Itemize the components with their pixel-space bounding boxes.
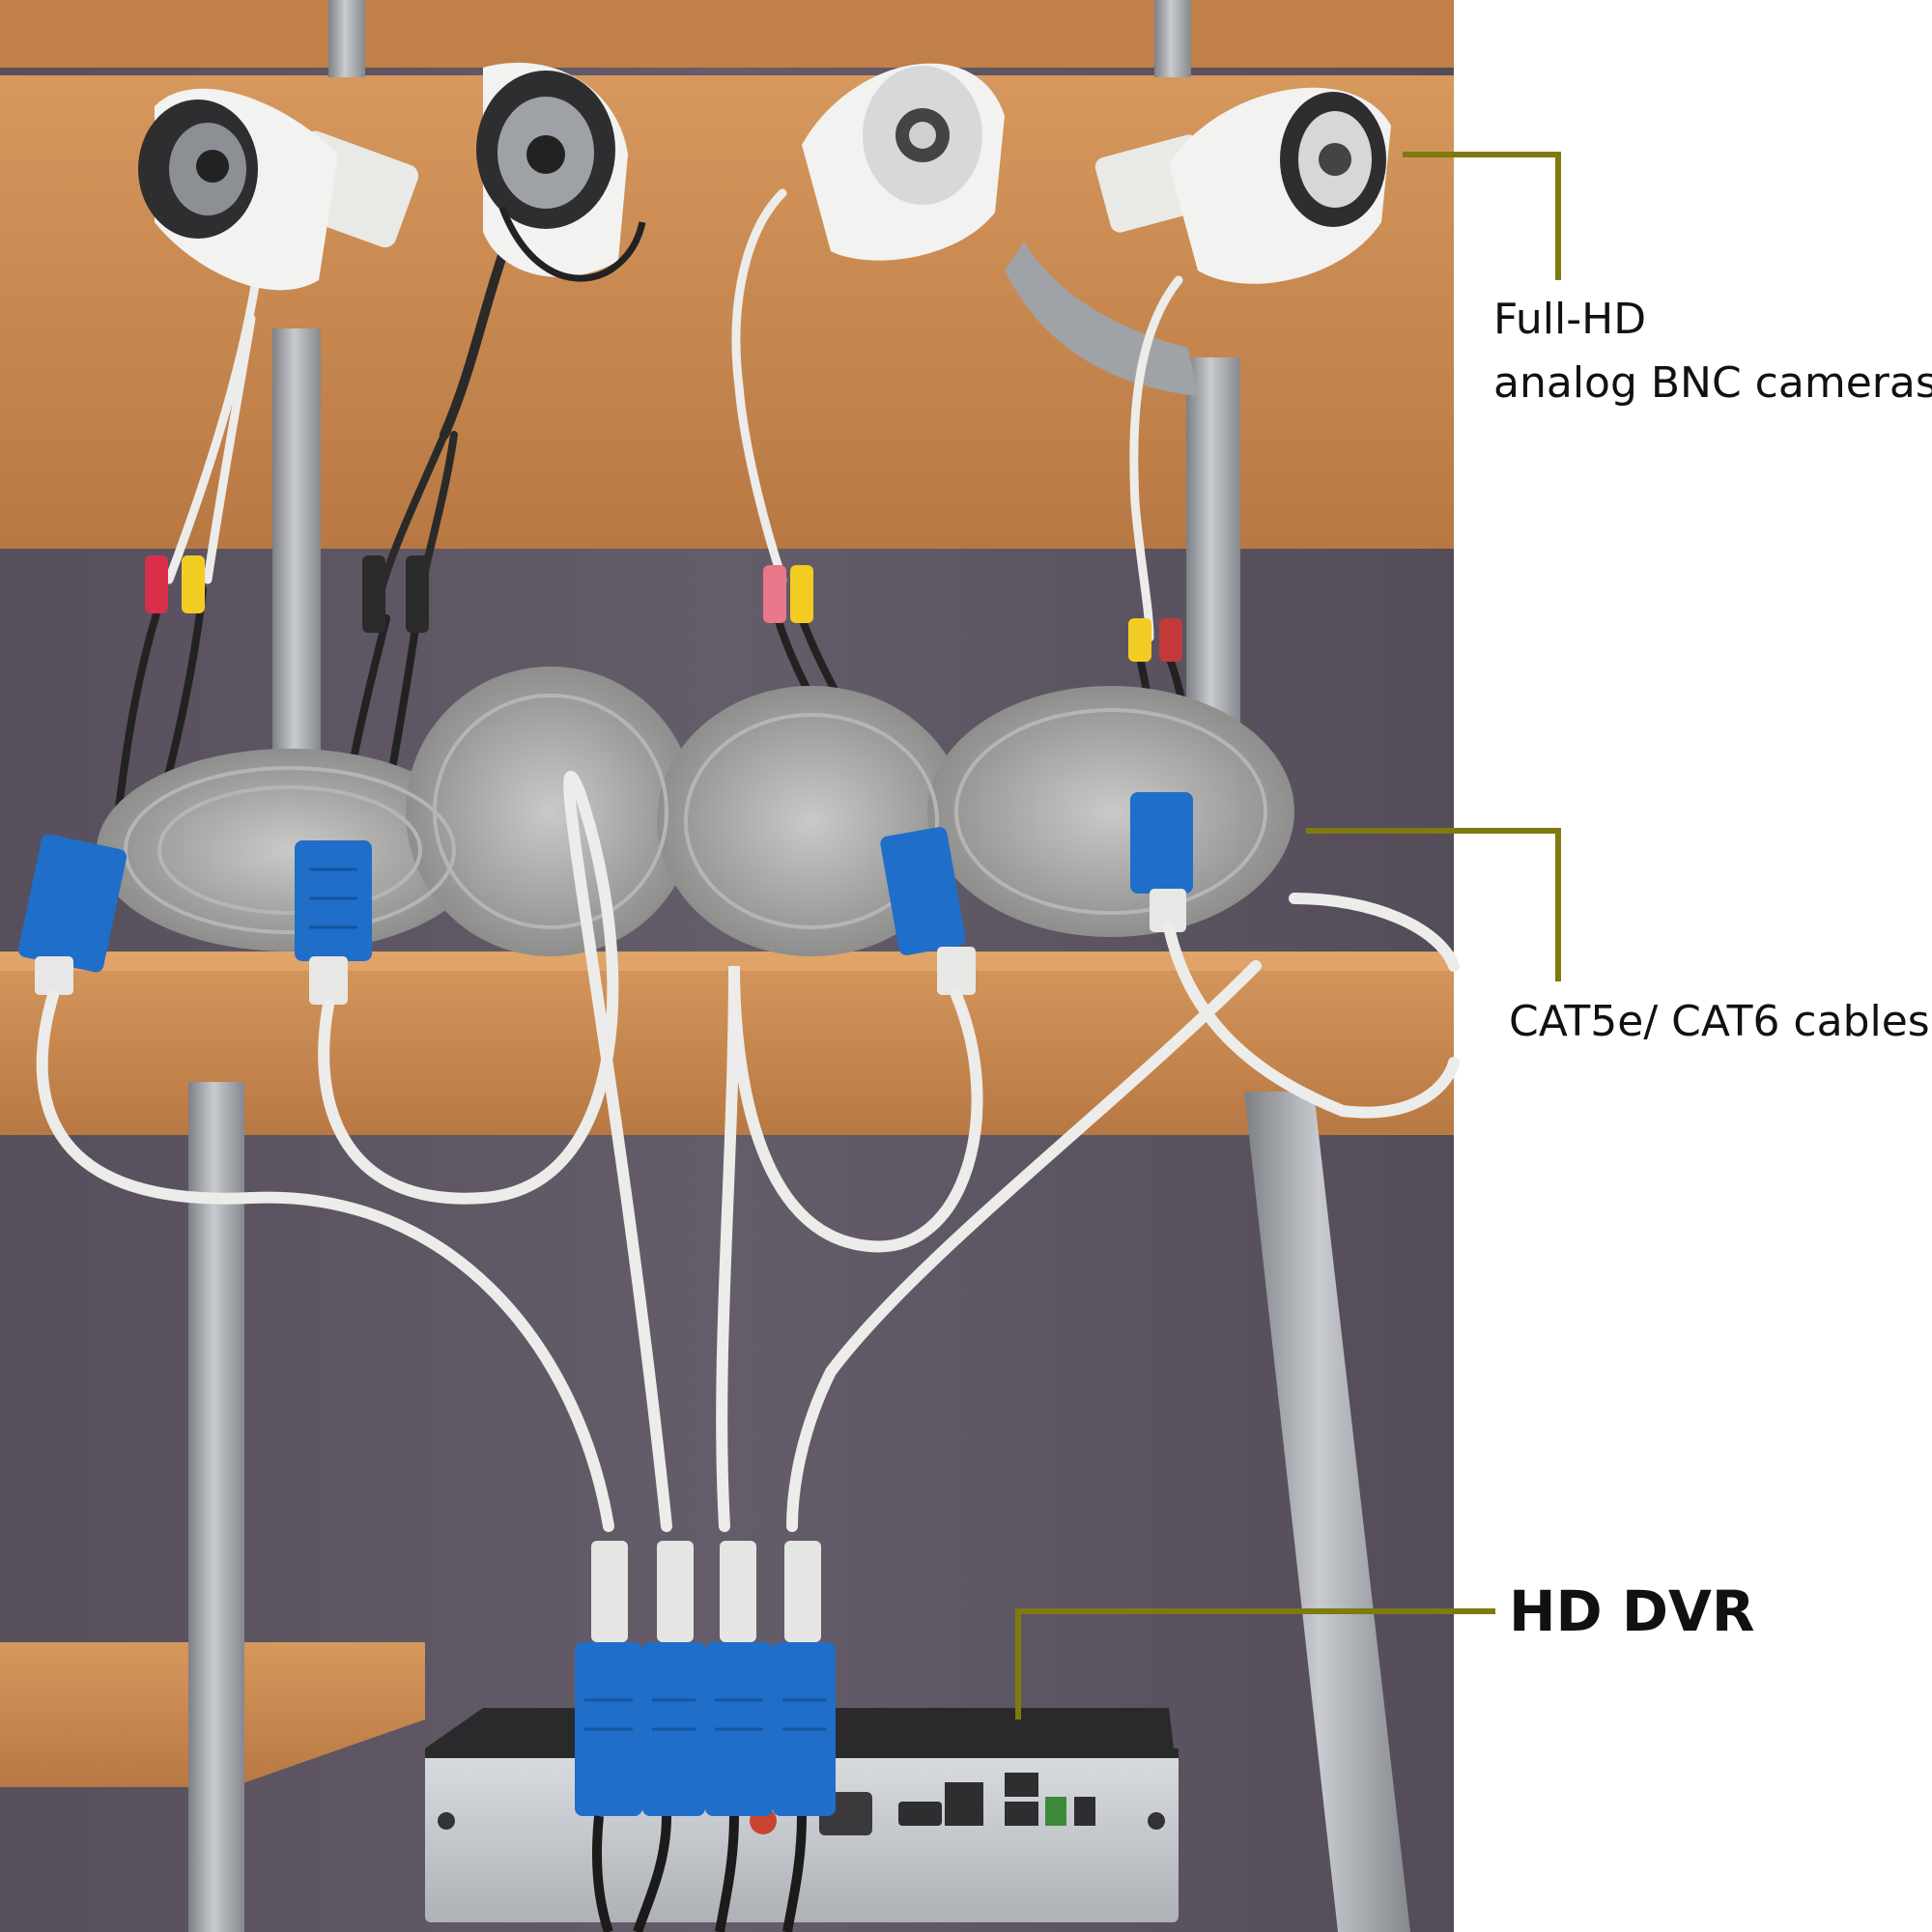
network-cables — [36, 771, 1460, 1532]
pipe-top-right — [1154, 0, 1191, 77]
metal-pipes — [188, 0, 1410, 1932]
pipe-elbow-right — [1005, 242, 1198, 396]
pipe-top-left — [328, 0, 365, 77]
callout-lines — [1015, 152, 1561, 1719]
cables-callout-label: CAT5e/ CAT6 cables — [1509, 997, 1930, 1046]
upper-baluns — [17, 792, 1193, 1005]
top-wood-board — [0, 0, 1454, 68]
bullet-camera — [1094, 87, 1391, 284]
lower-baluns — [575, 1541, 836, 1932]
cameras-callout-label: Full-HD analog BNC cameras — [1493, 288, 1932, 415]
cables-callout-line — [1306, 828, 1561, 981]
video-balun — [17, 834, 128, 973]
bullet-camera — [138, 88, 419, 291]
video-balun — [880, 827, 966, 955]
bullet-camera — [476, 62, 646, 282]
middle-shelf-edge — [0, 952, 1454, 971]
network-cable-coil — [927, 686, 1294, 937]
rca-connectors — [145, 555, 1182, 662]
cameras — [138, 62, 1391, 291]
pipe-right-lower — [1244, 1092, 1410, 1932]
pipe-left-lower — [188, 1082, 244, 1932]
video-balun — [1130, 792, 1193, 894]
video-balun — [295, 840, 372, 961]
cameras-callout-line-2: analog BNC cameras — [1493, 358, 1932, 408]
network-cable-coil — [406, 667, 696, 956]
bullet-camera — [802, 63, 1005, 261]
network-cable-coil — [97, 749, 483, 952]
dvr-callout-line — [1015, 1608, 1495, 1719]
pipe-left-upper — [272, 328, 321, 782]
cameras-callout-line-1: Full-HD — [1493, 295, 1647, 344]
dvr-callout-label: HD DVR — [1509, 1578, 1755, 1644]
camera-callout-line — [1403, 152, 1561, 280]
